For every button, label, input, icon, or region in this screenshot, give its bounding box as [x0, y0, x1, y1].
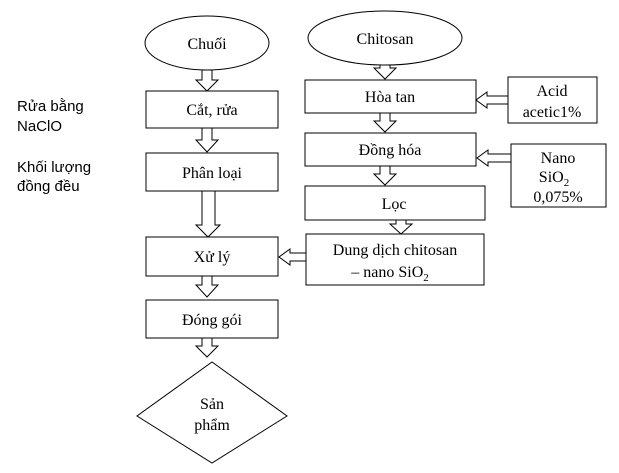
note-weight-line1: Khối lượng	[17, 159, 91, 176]
process-dung-dich-line2-main: – nano SiO	[350, 264, 423, 281]
process-xu-ly-label: Xử lý	[194, 249, 231, 266]
process-dung-dich-line2: – nano SiO2	[350, 264, 429, 284]
process-dung-dich-line1: Dung dịch chitosan	[333, 242, 457, 259]
input-nano-line2-main: SiO	[539, 169, 564, 186]
process-phan-loai	[145, 152, 279, 192]
end-node-san-pham	[136, 361, 288, 464]
start-node-chitosan-label: Chitosan	[357, 31, 414, 48]
down-arrow-5	[194, 337, 220, 358]
down-arrow-1	[194, 69, 220, 92]
process-dong-hoa	[304, 132, 477, 167]
down-arrow-3	[194, 190, 222, 238]
down-arrow-2	[194, 127, 220, 153]
input-nano-line1: Nano	[541, 150, 576, 167]
process-loc-label: Lọc	[382, 196, 407, 213]
left-arrow-to-xu-ly	[278, 248, 307, 266]
process-phan-loai-label: Phân loại	[182, 165, 243, 182]
end-node-label-line2: phẩm	[194, 417, 230, 434]
down-arrow-4	[194, 275, 220, 298]
note-wash-line1: Rửa bằng	[17, 98, 84, 115]
input-nano-box	[510, 143, 607, 208]
process-cat-rua	[145, 90, 279, 129]
end-node-label-line1: Sản	[200, 396, 224, 413]
note-wash-line2: NaClO	[17, 118, 62, 135]
process-hoa-tan	[304, 79, 477, 114]
process-hoa-tan-label: Hòa tan	[365, 89, 415, 106]
process-xu-ly	[145, 236, 279, 277]
process-dong-goi-label: Đóng gói	[182, 312, 243, 329]
input-nano-line2: SiO2	[539, 169, 569, 189]
note-weight-line2: đồng đều	[17, 178, 80, 195]
input-nano-subscript: 2	[564, 177, 570, 189]
input-nano-line3: 0,075%	[533, 189, 582, 206]
input-acid-line1: Acid	[536, 83, 567, 100]
down-arrow-7	[372, 112, 398, 133]
process-dung-dich	[305, 233, 485, 286]
left-arrow-nano	[476, 149, 512, 167]
down-arrow-8	[372, 165, 398, 186]
start-node-chuoi-label: Chuối	[187, 36, 227, 53]
input-acid-box	[507, 76, 598, 124]
input-acid-line2: acetic1%	[523, 104, 582, 121]
down-arrow-6	[372, 64, 398, 80]
process-dong-hoa-label: Đồng hóa	[359, 142, 422, 159]
left-arrow-acid	[475, 91, 509, 109]
down-arrow-9	[388, 219, 414, 235]
process-cat-rua-label: Cắt, rửa	[186, 102, 237, 119]
process-loc	[304, 185, 486, 221]
process-dung-dich-subscript: 2	[423, 272, 429, 284]
